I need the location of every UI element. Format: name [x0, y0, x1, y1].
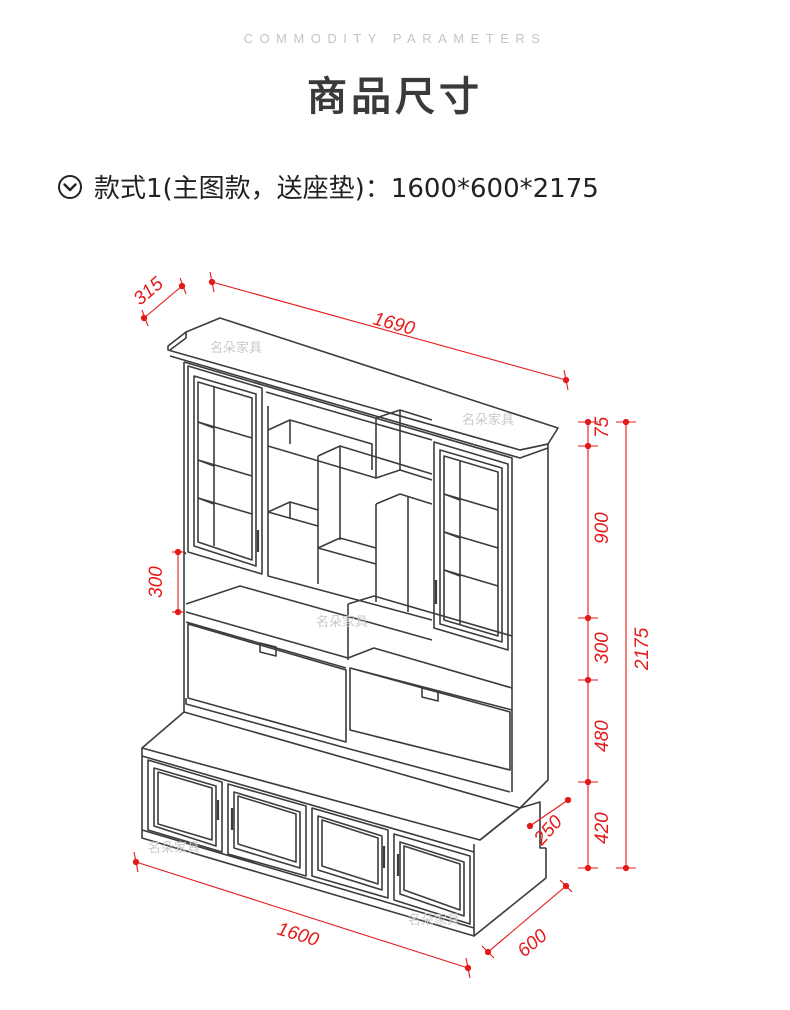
watermark-base-right: 名朵家具: [408, 912, 460, 927]
dim-right-open-shelf: 300: [592, 632, 613, 664]
variant-spec: 款式1(主图款，送座垫)：1600*600*2175: [56, 168, 599, 205]
dim-base-depth: 600: [514, 925, 552, 962]
dim-right-base: 420: [592, 812, 613, 844]
dim-top-width: 1690: [371, 309, 418, 340]
dim-left-open-shelf: 300: [146, 566, 167, 598]
dim-right-crown: 75: [592, 416, 613, 438]
dim-base-width: 1600: [275, 919, 322, 952]
watermarks: 名朵家具 名朵家具 名朵家具 名朵家具 名朵家具: [148, 340, 514, 927]
watermark-top: 名朵家具: [210, 340, 262, 355]
dimension-lines: [132, 271, 636, 979]
page-title: 商品尺寸: [307, 74, 483, 120]
dim-top-depth: 315: [130, 273, 168, 310]
cabinet-drawing: [141, 317, 559, 937]
watermark-crown: 名朵家具: [462, 412, 514, 427]
dim-base-step: 250: [529, 811, 567, 850]
watermark-middle: 名朵家具: [316, 614, 368, 629]
section-eyebrow: COMMODITY PARAMETERS: [243, 31, 547, 46]
dim-overall-height: 2175: [632, 627, 653, 671]
watermark-base-left: 名朵家具: [148, 840, 200, 855]
chevron-down-circle-icon: [56, 173, 84, 201]
variant-label: 款式1(主图款，送座垫)：1600*600*2175: [94, 174, 599, 204]
dim-right-upper: 900: [592, 512, 613, 544]
dim-right-flap: 480: [592, 720, 613, 752]
